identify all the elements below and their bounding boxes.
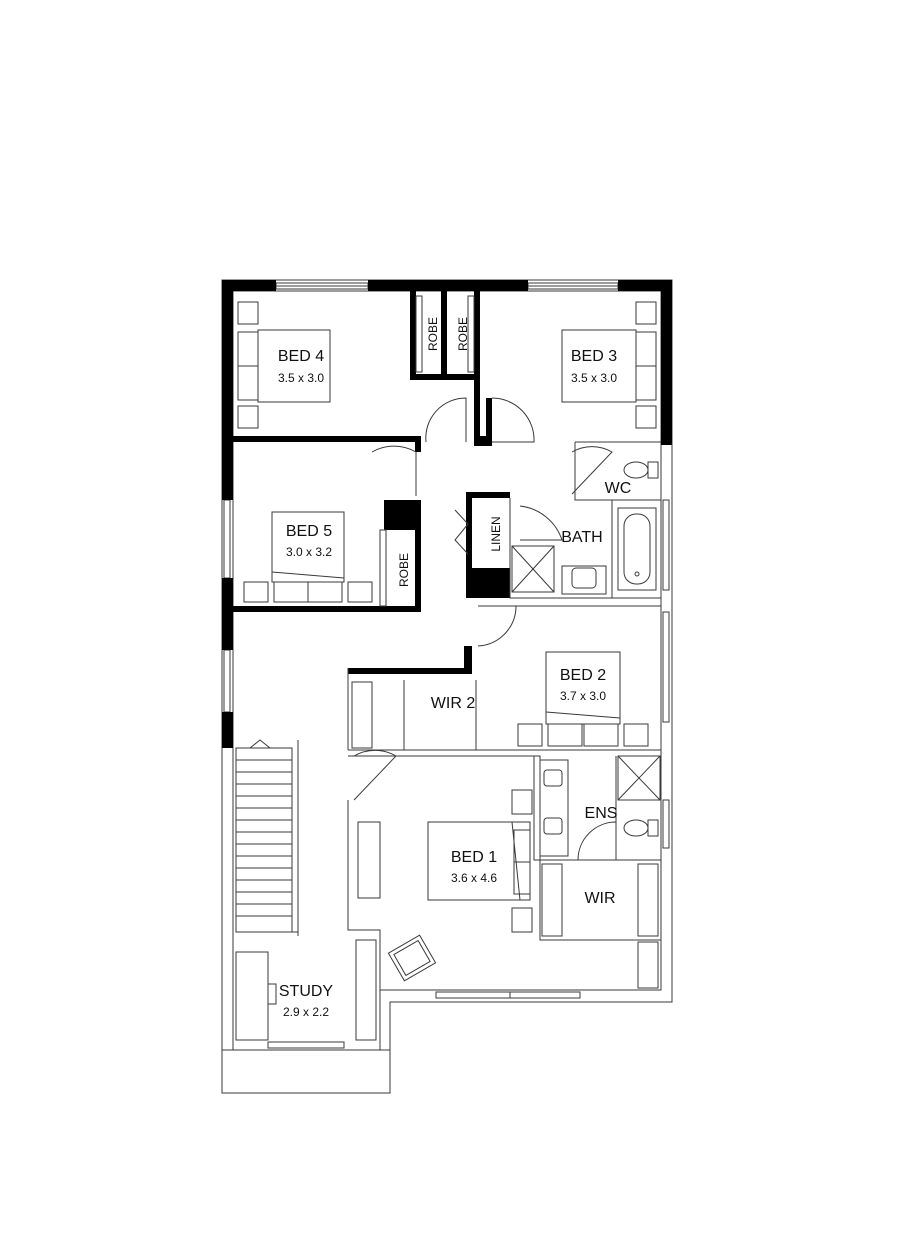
study-size: 2.9 x 2.2 — [283, 1005, 329, 1019]
bed5-size: 3.0 x 3.2 — [286, 545, 332, 559]
windows — [223, 282, 670, 1049]
room-labels: BED 4 3.5 x 3.0 BED 3 3.5 x 3.0 BED 5 3.… — [278, 317, 631, 1019]
staircase — [235, 739, 299, 936]
bed2-size: 3.7 x 3.0 — [560, 689, 606, 703]
furniture — [235, 295, 661, 1041]
bed1-size: 3.6 x 4.6 — [451, 871, 497, 885]
wir-label: WIR — [584, 890, 615, 907]
bed4-size: 3.5 x 3.0 — [278, 371, 324, 385]
bath-label: BATH — [561, 529, 602, 546]
bed1-name: BED 1 — [451, 849, 497, 866]
bed3-size: 3.5 x 3.0 — [571, 371, 617, 385]
robe1-label: ROBE — [426, 317, 440, 351]
doors — [353, 397, 617, 861]
bed2-name: BED 2 — [560, 667, 606, 684]
linen-label: LINEN — [489, 516, 503, 551]
walls — [222, 280, 672, 748]
robe2-label: ROBE — [456, 317, 470, 351]
bed3-name: BED 3 — [571, 348, 617, 365]
ens-label: ENS — [585, 805, 618, 822]
bed4-name: BED 4 — [278, 348, 324, 365]
robe3-label: ROBE — [397, 553, 411, 587]
wir2-label: WIR 2 — [431, 695, 476, 712]
study-name: STUDY — [279, 983, 334, 1000]
wc-label: WC — [605, 480, 632, 497]
bed5-name: BED 5 — [286, 523, 332, 540]
